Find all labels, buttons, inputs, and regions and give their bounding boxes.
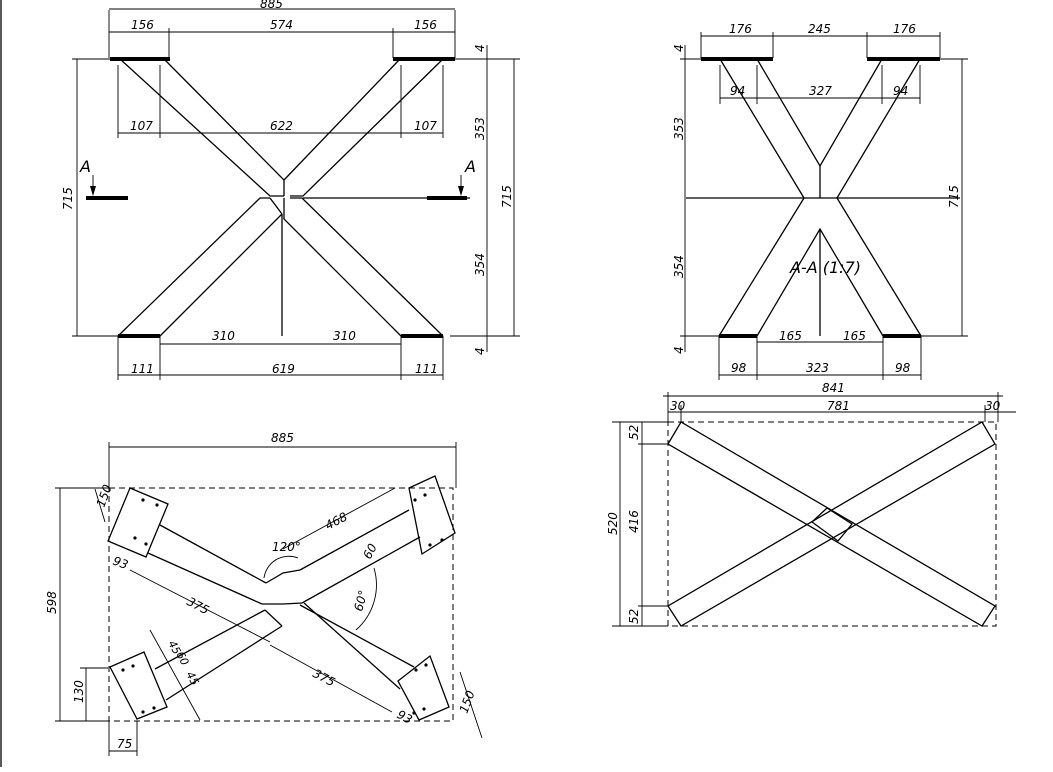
plan-overall-depth: 598 bbox=[45, 591, 59, 614]
front-plate-top: 4 bbox=[473, 44, 487, 52]
section-inner-right: 94 bbox=[893, 84, 908, 98]
front-bottom-mid: 619 bbox=[272, 362, 295, 376]
front-bottom-right: 111 bbox=[415, 362, 438, 376]
section-view: A-A (1:7) 176 245 176 94 327 94 4 353 71… bbox=[672, 22, 968, 380]
section-lower-height: 354 bbox=[672, 255, 686, 278]
top-edge-right: 30 bbox=[985, 399, 1001, 413]
top-inner-depth: 416 bbox=[627, 510, 641, 533]
section-bottom-right: 98 bbox=[895, 361, 911, 375]
plan-offset-br: 93 bbox=[395, 707, 415, 727]
front-overall-width: 885 bbox=[260, 0, 283, 11]
front-half-right: 310 bbox=[333, 329, 356, 343]
top-view: 841 30 781 30 520 52 416 52 bbox=[606, 381, 1016, 627]
plate-top-left bbox=[107, 487, 169, 558]
section-plate-top: 4 bbox=[672, 44, 686, 52]
plan-arm-length-left: 375 bbox=[185, 594, 212, 617]
section-bottom-mid: 323 bbox=[806, 361, 829, 375]
plan-offset-tl: 93 bbox=[111, 554, 130, 572]
section-label-right: A bbox=[464, 157, 476, 176]
plan-plate-width-br: 150 bbox=[457, 688, 478, 715]
front-plate-bottom: 4 bbox=[473, 347, 487, 355]
section-top-right: 176 bbox=[893, 22, 916, 36]
section-upper-height: 353 bbox=[672, 117, 686, 140]
plan-overall-width: 885 bbox=[271, 431, 294, 445]
section-total-height: 715 bbox=[947, 185, 961, 208]
section-half-right: 165 bbox=[843, 329, 866, 343]
section-top-left: 176 bbox=[729, 22, 752, 36]
diagonal-bar-2 bbox=[667, 421, 996, 627]
section-half-left: 165 bbox=[779, 329, 802, 343]
section-bottom-left: 98 bbox=[731, 361, 747, 375]
front-bottom-left: 111 bbox=[131, 362, 154, 376]
leg-upper-left-outer bbox=[119, 58, 284, 197]
top-top-edge: 52 bbox=[627, 425, 641, 440]
plan-bottom-width: 75 bbox=[117, 737, 132, 751]
front-height-right: 715 bbox=[500, 185, 514, 208]
plan-arm-length-tr: 468 bbox=[323, 509, 350, 532]
front-dim-top-left: 156 bbox=[131, 18, 154, 32]
front-view: A A 885 156 574 156 107 622 107 bbox=[61, 0, 520, 380]
front-upper-height: 353 bbox=[473, 117, 487, 140]
front-dim-inner-left: 107 bbox=[130, 119, 153, 133]
plan-dim-45a: 45 bbox=[165, 638, 183, 656]
section-title: A-A (1:7) bbox=[789, 258, 861, 277]
section-inner-left: 94 bbox=[730, 84, 745, 98]
top-overall-width: 841 bbox=[822, 381, 845, 395]
section-top-mid: 245 bbox=[808, 22, 831, 36]
top-edge-left: 30 bbox=[670, 399, 686, 413]
front-dim-top-right: 156 bbox=[414, 18, 437, 32]
plan-arm-length-bottom: 375 bbox=[311, 666, 338, 689]
front-dim-inner-right: 107 bbox=[414, 119, 437, 133]
top-overall-depth: 520 bbox=[606, 512, 620, 535]
diagonal-bar-1 bbox=[667, 421, 996, 627]
plan-arm-width-tr: 60 bbox=[360, 541, 380, 561]
front-half-left: 310 bbox=[212, 329, 235, 343]
top-bottom-edge: 52 bbox=[627, 609, 641, 624]
top-inner-width: 781 bbox=[827, 399, 850, 413]
plan-angle-right: 60° bbox=[351, 589, 370, 613]
section-plate-bottom: 4 bbox=[672, 346, 686, 354]
section-label-left: A bbox=[79, 157, 91, 176]
plan-dim-45b: 45 bbox=[183, 669, 201, 687]
plan-view: 885 598 120° 60° bbox=[45, 431, 483, 756]
section-inner-mid: 327 bbox=[809, 84, 832, 98]
plan-dim-60: 60 bbox=[173, 649, 191, 667]
front-height-left: 715 bbox=[61, 187, 75, 210]
front-lower-height: 354 bbox=[473, 253, 487, 276]
center-node bbox=[810, 507, 853, 542]
plan-plate-width-tl: 150 bbox=[94, 482, 115, 509]
front-dim-inner-mid: 622 bbox=[270, 119, 293, 133]
front-dim-top-gap: 574 bbox=[270, 18, 293, 32]
plan-bottom-offset: 130 bbox=[72, 680, 86, 703]
